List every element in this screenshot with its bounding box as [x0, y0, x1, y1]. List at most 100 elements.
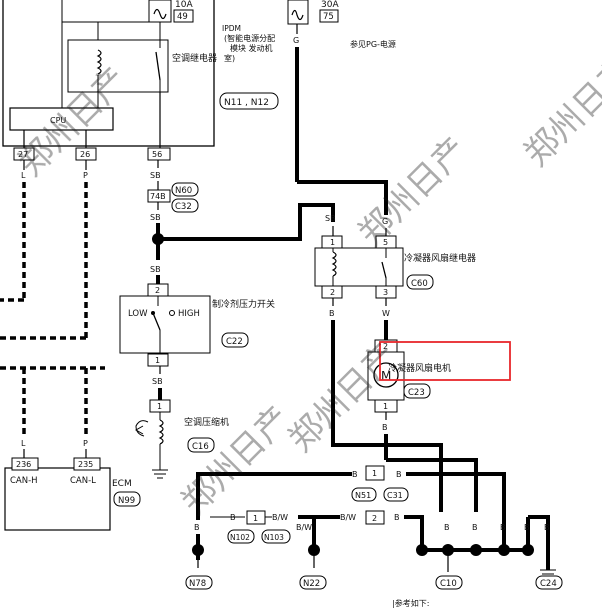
- ecm-pin-236: 236: [16, 460, 31, 469]
- ecm-can-l: CAN-L: [70, 476, 96, 486]
- fuse-10a-rating: 10A: [175, 0, 193, 10]
- wire-color-b-g1: B: [352, 470, 358, 479]
- wire-color-p-top: P: [83, 171, 88, 180]
- highlight-box: [379, 341, 511, 381]
- wire-color-b-c24: B: [544, 523, 550, 532]
- ecm-module: L P 236 235 CAN-H CAN-L ECM: [4, 439, 132, 531]
- wire-color-bw-3: B/W: [340, 513, 356, 522]
- wire-color-l-ecm: L: [21, 439, 26, 448]
- switch-high-label: HIGH: [178, 309, 200, 319]
- ac-relay-label: 空调继电器: [172, 52, 217, 64]
- connector-label: C16: [192, 442, 209, 452]
- wire-color-b-g2: B: [396, 470, 402, 479]
- condenser-fan-motor: 2 M 1 B: [367, 339, 478, 512]
- watermark-3: 郑州日产: [517, 50, 602, 174]
- connector-label: N78: [189, 579, 206, 589]
- connector-label: C24: [540, 579, 557, 589]
- compressor-label: 空调压缩机: [184, 416, 229, 428]
- wire-color-g-2: G: [382, 217, 388, 226]
- wire-color-g-1: G: [293, 36, 299, 45]
- motor-symbol: M: [381, 369, 391, 383]
- motor-pin-2: 2: [383, 342, 388, 351]
- wire-color-sb-4: SB: [325, 214, 336, 223]
- connector-label: C32: [175, 202, 192, 212]
- ipdm-module: [2, 0, 215, 147]
- motor-pin-1: 1: [383, 402, 388, 411]
- connector-label: N60: [175, 186, 192, 196]
- wire-color-sb-5: SB: [152, 377, 163, 386]
- ecm-label: ECM: [112, 479, 132, 489]
- connector-badge-c32: C32: [171, 198, 199, 213]
- cpu-label: CPU: [50, 116, 66, 125]
- sb-wire-vertical: SB 74B SB SB: [147, 160, 171, 284]
- wire-color-sb-1: SB: [150, 171, 161, 180]
- pressure-switch-label: 制冷剂压力开关: [212, 298, 275, 310]
- fuse-30a: 30A 75 G G: [287, 0, 388, 226]
- connector-badge-n78: N78: [185, 575, 213, 590]
- ground-network: B 1 B B B 1 B/W B/W B/W 2 B B B B: [192, 465, 556, 579]
- wire-color-sb-3: SB: [150, 265, 161, 274]
- gnd-pin-2: 2: [372, 514, 377, 523]
- watermark-2: 郑州日产: [351, 130, 475, 254]
- connector-label: N22: [303, 579, 320, 589]
- wire-color-b-c10c: B: [500, 523, 506, 532]
- can-bus-wires: [0, 160, 105, 436]
- wire-color-b-c10b: B: [472, 523, 478, 532]
- connector-label: C23: [408, 388, 425, 398]
- sb-splice-wire: SB: [158, 203, 336, 241]
- fuse-30a-rating: 30A: [321, 0, 339, 10]
- ecm-pin-235: 235: [78, 460, 93, 469]
- connector-label: N99: [118, 496, 135, 506]
- ac-relay: 空调继电器: [61, 0, 217, 148]
- connector-badge-n103: N103: [261, 529, 291, 544]
- connector-badge-n22: N22: [299, 575, 327, 590]
- fan-relay-label: 冷凝器风扇继电器: [404, 252, 476, 264]
- fuse-10a: 10A 49: [148, 0, 195, 23]
- pin-56: 56: [152, 150, 162, 159]
- switch-pin-1: 1: [155, 356, 160, 365]
- ecm-can-h: CAN-H: [10, 476, 38, 486]
- ipdm-subtitle-3: 室): [224, 53, 235, 63]
- relay-pin-5: 5: [383, 238, 388, 247]
- connector-badge-n11-n12: N11 , N12: [219, 92, 279, 110]
- wire-color-bw-2: B/W: [296, 523, 312, 532]
- connector-label: C10: [440, 579, 457, 589]
- wire-color-l-top: L: [21, 171, 26, 180]
- connector-badge-n60: N60: [171, 182, 199, 197]
- ipdm-title: IPDM: [222, 24, 241, 33]
- wire-color-b-g5: B: [394, 513, 400, 522]
- connector-badge-c23: C23: [403, 383, 431, 399]
- connector-label: N103: [264, 533, 284, 542]
- connector-badge-c16: C16: [187, 437, 215, 453]
- watermarks: 郑州日产 郑州日产 郑州日产 郑州日产 郑州日产: [11, 50, 602, 523]
- connector-label: N102: [230, 533, 250, 542]
- connector-badge-n99: N99: [113, 491, 141, 507]
- connector-label: C31: [387, 491, 403, 500]
- connector-badge-c22: C22: [221, 332, 249, 348]
- wire-color-b-g3: B: [194, 523, 200, 532]
- connector-label: C22: [226, 337, 243, 347]
- relay-pin-1: 1: [330, 238, 335, 247]
- connector-badge-c24: C24: [535, 575, 563, 590]
- pin-74b: 74B: [150, 192, 166, 201]
- ipdm-subtitle-2: 模块 发动机: [230, 43, 273, 53]
- refrigerant-pressure-switch: 2 LOW HIGH 1 制冷剂压力开关: [119, 283, 275, 367]
- connector-badge-c31: C31: [383, 487, 409, 502]
- pin-26: 26: [80, 150, 90, 159]
- connector-badge-c10: C10: [435, 575, 463, 590]
- ipdm-connectors-label: N11 , N12: [224, 98, 269, 108]
- ipdm-pins: 27 26 56 L P: [13, 147, 171, 180]
- connector-badge-n102: N102: [227, 529, 255, 544]
- bottom-note: |参考如下:: [392, 598, 429, 608]
- wire-color-b-relay: B: [329, 309, 335, 318]
- wire-color-w: W: [382, 309, 390, 318]
- wire-color-b-c10: B: [444, 523, 450, 532]
- wire-color-bw-1: B/W: [272, 513, 288, 522]
- fan-motor-label: 冷凝器风扇电机: [388, 362, 451, 374]
- connector-label: C60: [411, 279, 428, 289]
- switch-low-label: LOW: [128, 309, 148, 319]
- relay-pin-3: 3: [383, 288, 388, 297]
- wire-color-sb-2: SB: [150, 213, 161, 222]
- wire-color-b-c10d: B: [524, 523, 530, 532]
